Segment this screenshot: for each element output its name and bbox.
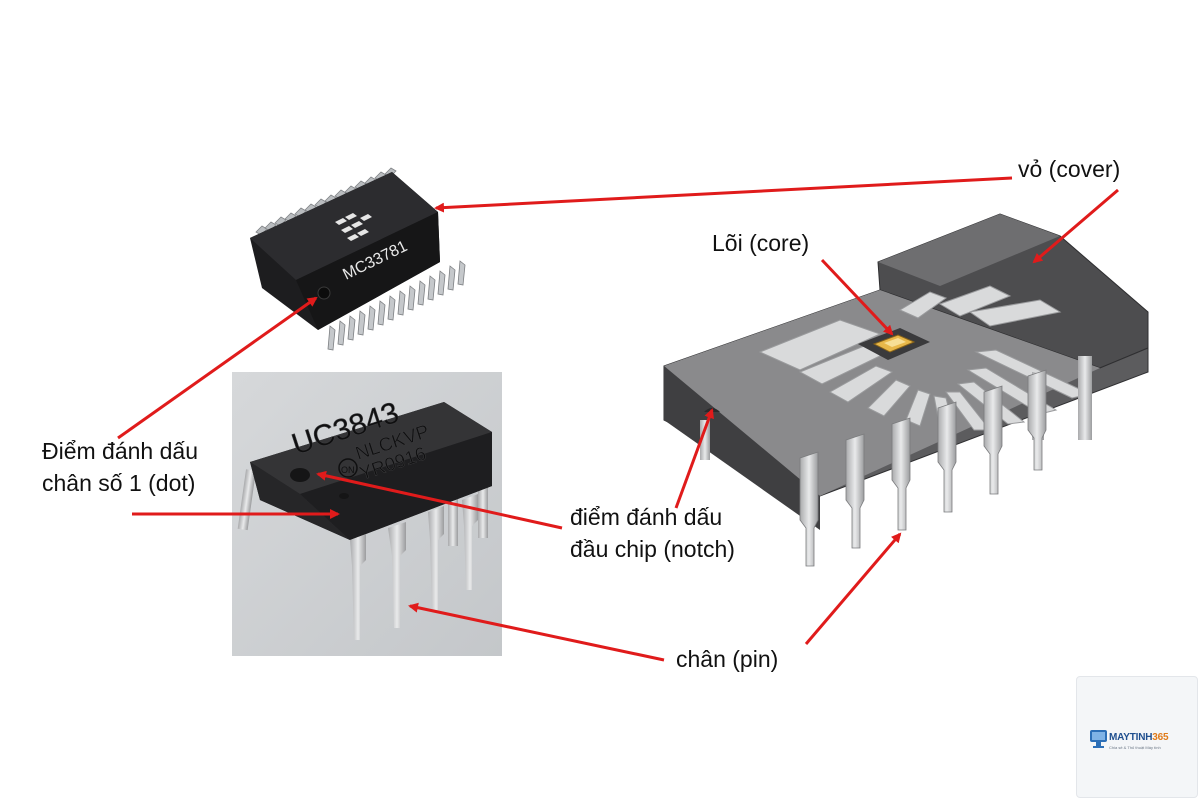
logo-name-main: MAYTINH [1109, 732, 1153, 743]
dip-brand-logo [338, 458, 358, 478]
arrow-cover-to-cutaway [1032, 188, 1119, 264]
smd-pin1-dot [317, 286, 331, 300]
label-core: Lõi (core) [712, 230, 810, 256]
label-notch-line2: đầu chip (notch) [570, 536, 735, 562]
dip-brand-text: ON [341, 465, 355, 475]
logo-name-accent: 365 [1152, 732, 1169, 743]
annotation-arrows [117, 176, 1119, 662]
smd-chip: MC33781 [250, 167, 466, 351]
label-dot-line1: Điểm đánh dấu [42, 438, 198, 464]
arrow-pin-to-cutaway [804, 532, 902, 645]
cutaway-chip [663, 213, 1149, 567]
cutaway-front-pins [799, 369, 1047, 567]
logo-wordmark: MAYTINH365 [1109, 732, 1169, 743]
logo-tagline: Chia sẻ & Thủ thuật Máy tính [1109, 745, 1161, 750]
dip-front-pins [350, 494, 478, 640]
arrow-notch-to-dip [316, 470, 563, 530]
arrow-cover-to-smd [434, 176, 1013, 213]
label-pin: chân (pin) [676, 646, 779, 672]
arrow-notch-to-cutaway [674, 408, 714, 509]
smd-bottom-pins [327, 260, 466, 351]
monitor-icon [1090, 730, 1107, 748]
arrow-pin-to-dip [408, 602, 665, 662]
label-cover: vỏ (cover) [1018, 156, 1121, 182]
watermark-logo-card: MAYTINH365 Chia sẻ & Thủ thuật Máy tính [1076, 676, 1198, 798]
label-dot-line2: chân số 1 (dot) [42, 470, 196, 496]
dip-pin1-dot [290, 468, 310, 482]
label-notch-line1: điểm đánh dấu [570, 504, 723, 530]
arrow-dot-to-smd [117, 296, 318, 440]
arrow-core [820, 258, 894, 336]
smd-brand-logo [335, 213, 372, 241]
